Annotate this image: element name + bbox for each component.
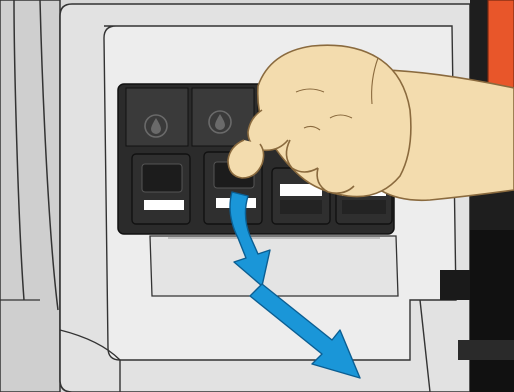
ink-cartridge <box>132 154 190 224</box>
orange-accent-panel <box>488 0 514 96</box>
cartridge-door <box>150 236 398 296</box>
